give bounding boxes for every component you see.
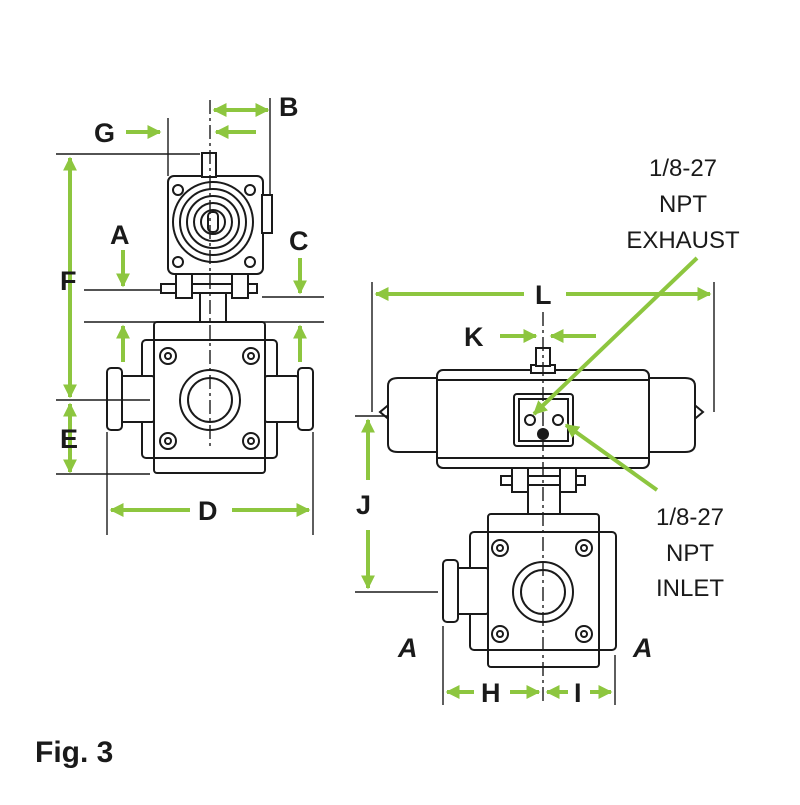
dim-a-right-right-label: A — [632, 633, 653, 663]
exhaust-note-line1: 1/8-27 — [649, 155, 717, 182]
right-dimension-arrows — [361, 256, 712, 699]
inlet-note-line2: NPT — [666, 540, 714, 567]
dim-h-label: H — [481, 678, 501, 708]
right-valve-body — [442, 513, 617, 668]
dim-d-label: D — [198, 496, 218, 526]
right-view: L K J H I A A 1/8-27 NPT EXHAUST 1/8-27 … — [355, 155, 740, 708]
dim-k-label: K — [464, 322, 484, 352]
inlet-port-note: 1/8-27 NPT INLET — [656, 504, 724, 602]
dim-a-left-label: A — [110, 220, 130, 250]
dim-g-label: G — [94, 118, 115, 148]
dim-f-label: F — [60, 266, 77, 296]
dim-c-label: C — [289, 226, 309, 256]
exhaust-note-line3: EXHAUST — [626, 227, 740, 254]
inlet-note-line3: INLET — [656, 575, 724, 602]
inlet-note-line1: 1/8-27 — [656, 504, 724, 531]
dim-i-label: I — [574, 678, 582, 708]
left-actuator — [160, 152, 273, 322]
dim-a-right-left-label: A — [397, 633, 418, 663]
dim-j-label: J — [356, 490, 371, 520]
figure-caption: Fig. 3 — [35, 736, 113, 769]
exhaust-port-note: 1/8-27 NPT EXHAUST — [626, 155, 740, 254]
dim-l-label: L — [535, 280, 552, 310]
exhaust-note-line2: NPT — [659, 191, 707, 218]
dim-e-label: E — [60, 424, 78, 454]
dim-b-label: B — [279, 92, 299, 122]
left-view: G B A C F E D — [56, 92, 324, 535]
left-dimension-arrows — [63, 103, 311, 517]
left-valve-body — [106, 321, 314, 474]
